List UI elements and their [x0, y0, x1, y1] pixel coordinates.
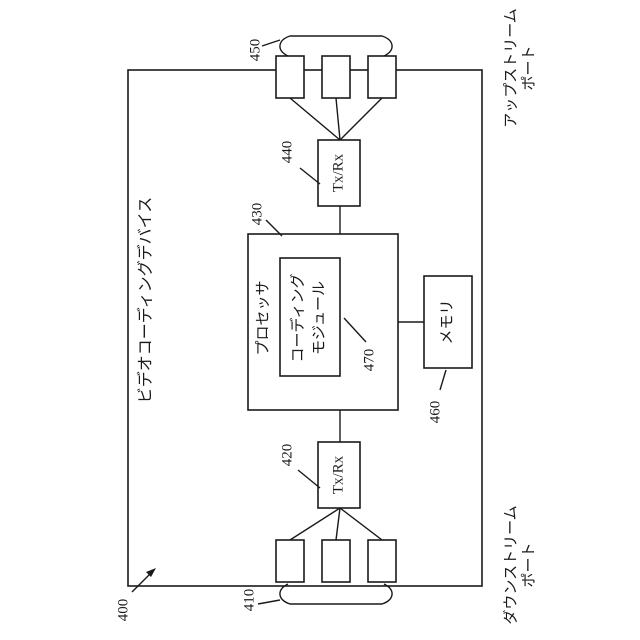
upstream-ports-ref-leader [262, 40, 280, 46]
upstream-ports-brace [280, 36, 392, 56]
upstream-port-1 [276, 56, 304, 98]
memory-ref: 460 [427, 401, 443, 424]
tx-rx-lower-label: Tx/Rx [330, 455, 346, 494]
upstream-port-label-line1: アップストリーム [502, 8, 519, 128]
coding-module-ref: 470 [361, 349, 377, 372]
tx-rx-upper-label: Tx/Rx [330, 153, 346, 192]
upstream-port-2 [322, 56, 350, 98]
downstream-port-label-line2: ポート [520, 542, 537, 587]
downstream-port-2 [322, 540, 350, 582]
coding-module-label-line2: モジュール [311, 281, 327, 355]
tx-rx-upper-ref: 440 [279, 141, 295, 164]
downstream-port-label-line1: ダウンストリーム [502, 505, 519, 624]
downstream-ports-ref-leader [258, 600, 280, 604]
downstream-port-1 [276, 540, 304, 582]
downstream-port-3 [368, 540, 396, 582]
upstream-ports-ref: 450 [247, 39, 263, 62]
processor-label: プロセッサ [254, 280, 271, 355]
coding-module-label-line1: コーディング [288, 274, 306, 363]
device-label: ビデオコーディングデバイス [136, 197, 155, 403]
upstream-port-label-line2: ポート [520, 45, 537, 90]
tx-rx-lower-ref: 420 [279, 444, 295, 467]
memory-label: メモリ [439, 299, 455, 344]
coding-module-box [280, 258, 340, 376]
processor-ref: 430 [249, 203, 265, 226]
downstream-ports-brace [280, 584, 392, 604]
device-ref-label: 400 [115, 599, 131, 622]
upstream-port-3 [368, 56, 396, 98]
downstream-ports-ref: 410 [241, 589, 257, 612]
